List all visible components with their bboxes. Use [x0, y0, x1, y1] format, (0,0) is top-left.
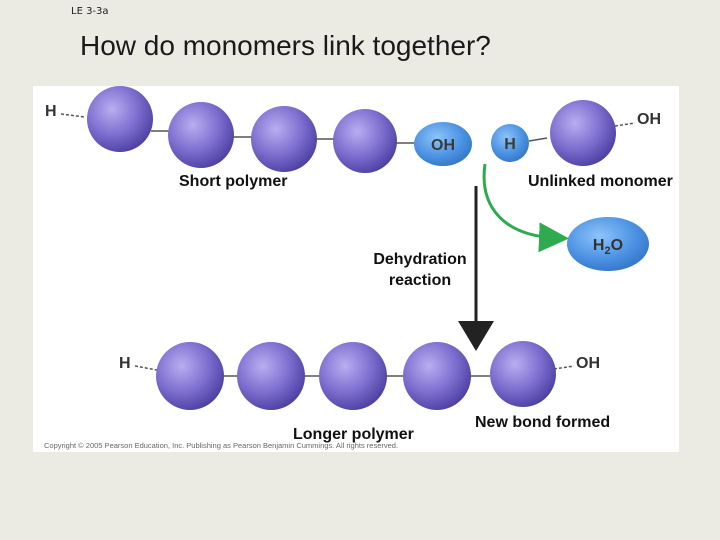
- top-left-bond: [60, 113, 86, 118]
- h-group-text: H: [504, 136, 516, 153]
- dehydration-label-line2: reaction: [388, 272, 452, 289]
- diagram-panel: H OH H OH H2O: [33, 86, 679, 452]
- longer-polymer-chain: H OH: [119, 341, 600, 410]
- monomer: [490, 341, 556, 407]
- diagram-svg: H OH H OH H2O: [44, 86, 661, 450]
- water-molecule: H2O: [567, 217, 649, 271]
- monomer: [251, 106, 317, 172]
- unlinked-monomer-label: Unlinked monomer: [528, 173, 673, 190]
- monomer: [550, 100, 616, 166]
- monomer: [333, 109, 397, 173]
- monomer: [237, 342, 305, 410]
- bond: [528, 137, 548, 142]
- bottom-right-bond: [553, 365, 575, 370]
- slide-label: LE 3-3a: [71, 6, 109, 17]
- short-polymer-chain: H OH: [45, 86, 472, 173]
- bottom-left-bond: [134, 365, 158, 371]
- monomer: [403, 342, 471, 410]
- dehydration-label-line1: Dehydration: [373, 251, 467, 268]
- monomer: [319, 342, 387, 410]
- new-bond-label: New bond formed: [475, 414, 611, 431]
- oh-group-text: OH: [431, 137, 455, 154]
- top-right-oh-end: OH: [637, 111, 661, 128]
- top-right-bond: [614, 122, 636, 127]
- oh-group: [414, 122, 472, 166]
- h-group: [491, 124, 529, 162]
- bottom-left-h-end: H: [119, 355, 131, 372]
- bottom-right-oh-end: OH: [576, 355, 600, 372]
- monomer: [87, 86, 153, 152]
- water-blob: [567, 217, 649, 271]
- green-arrow: [482, 163, 569, 253]
- top-left-h-end: H: [45, 103, 57, 120]
- short-polymer-label: Short polymer: [179, 173, 288, 190]
- monomer: [168, 102, 234, 168]
- copyright-text: Copyright © 2005 Pearson Education, Inc.…: [44, 441, 398, 450]
- slide-title: How do monomers link together?: [80, 30, 491, 61]
- longer-polymer-label: Longer polymer: [293, 426, 414, 443]
- water-text: H2O: [593, 237, 623, 257]
- monomer: [156, 342, 224, 410]
- unlinked-monomer: H OH: [491, 100, 661, 166]
